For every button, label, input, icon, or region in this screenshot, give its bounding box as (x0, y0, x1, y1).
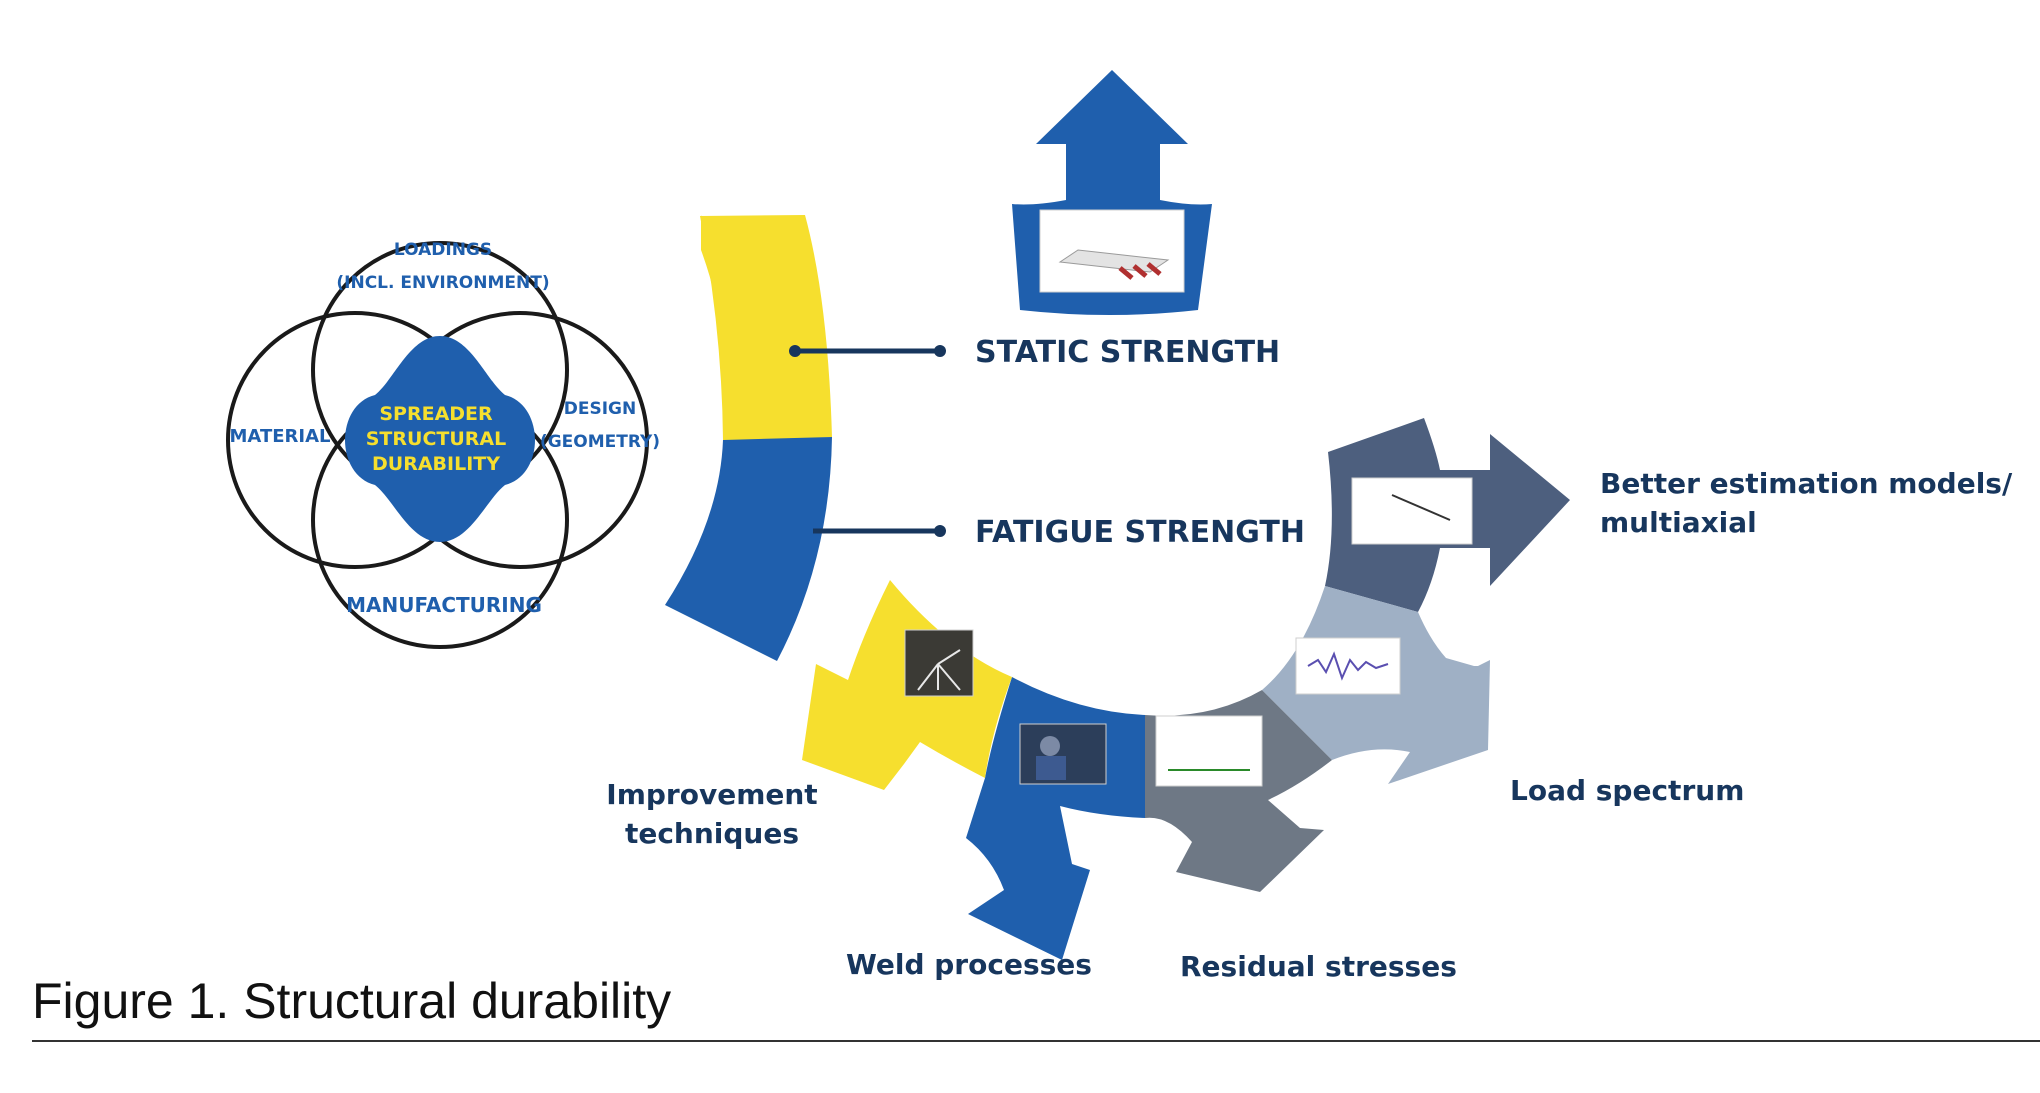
venn-right-label-2: (GEOMETRY) (540, 432, 660, 452)
venn-left-label: MATERIAL (230, 426, 331, 447)
fatigue-strength-arc-blue (665, 437, 832, 661)
static-beam-support-2 (1132, 264, 1148, 278)
venn-center-blob (345, 336, 535, 542)
load-spectrum-signal (1307, 651, 1389, 681)
venn-diagram: SPREADER STRUCTURAL DURABILITY LOADINGS … (226, 240, 660, 649)
fatigue-connector-dot-right (934, 525, 946, 537)
static-strength-arrow (1012, 70, 1212, 315)
residual-stresses-label: Residual stresses (1180, 950, 1457, 983)
static-beam-support-3 (1146, 262, 1162, 276)
static-beam-support-1 (1118, 266, 1134, 280)
better-estimation-image (1351, 477, 1473, 545)
venn-top-label-1: LOADINGS (394, 240, 492, 260)
venn-center-line-2: STRUCTURAL (366, 428, 506, 450)
venn-center-line-1: SPREADER (379, 403, 493, 425)
strength-arc: STATIC STRENGTH FATIGUE STRENGTH (665, 215, 1305, 661)
static-connector-dot-right (934, 345, 946, 357)
static-strength-arc-yellow (700, 215, 832, 440)
static-strength-label: STATIC STRENGTH (975, 335, 1280, 370)
welder-figure (1040, 736, 1060, 756)
caption-rule (32, 1040, 2040, 1042)
sn-curve-line (1391, 494, 1451, 521)
residual-stresses-image (1155, 715, 1263, 787)
improvement-label-1: Improvement (606, 778, 817, 811)
figure-caption: Figure 1. Structural durability (32, 973, 672, 1029)
welder-body (1036, 756, 1066, 780)
venn-right-label-1: DESIGN (564, 399, 636, 419)
venn-center-line-3: DURABILITY (372, 453, 500, 475)
better-estimation-label-2: multiaxial (1600, 506, 1757, 539)
static-connector-dot-left (789, 345, 801, 357)
load-spectrum-label: Load spectrum (1510, 774, 1744, 807)
fatigue-arc-arrows (802, 418, 1570, 960)
better-estimation-label-1: Better estimation models/ (1600, 467, 2013, 500)
improvement-tool-lines (917, 649, 961, 691)
static-strength-image (1039, 209, 1185, 293)
venn-bottom-label: MANUFACTURING (346, 593, 542, 617)
improvement-label-2: techniques (625, 817, 799, 850)
fatigue-strength-label: FATIGUE STRENGTH (975, 515, 1305, 550)
venn-top-label-2: (INCL. ENVIRONMENT) (336, 273, 549, 293)
weld-processes-label: Weld processes (846, 948, 1092, 981)
